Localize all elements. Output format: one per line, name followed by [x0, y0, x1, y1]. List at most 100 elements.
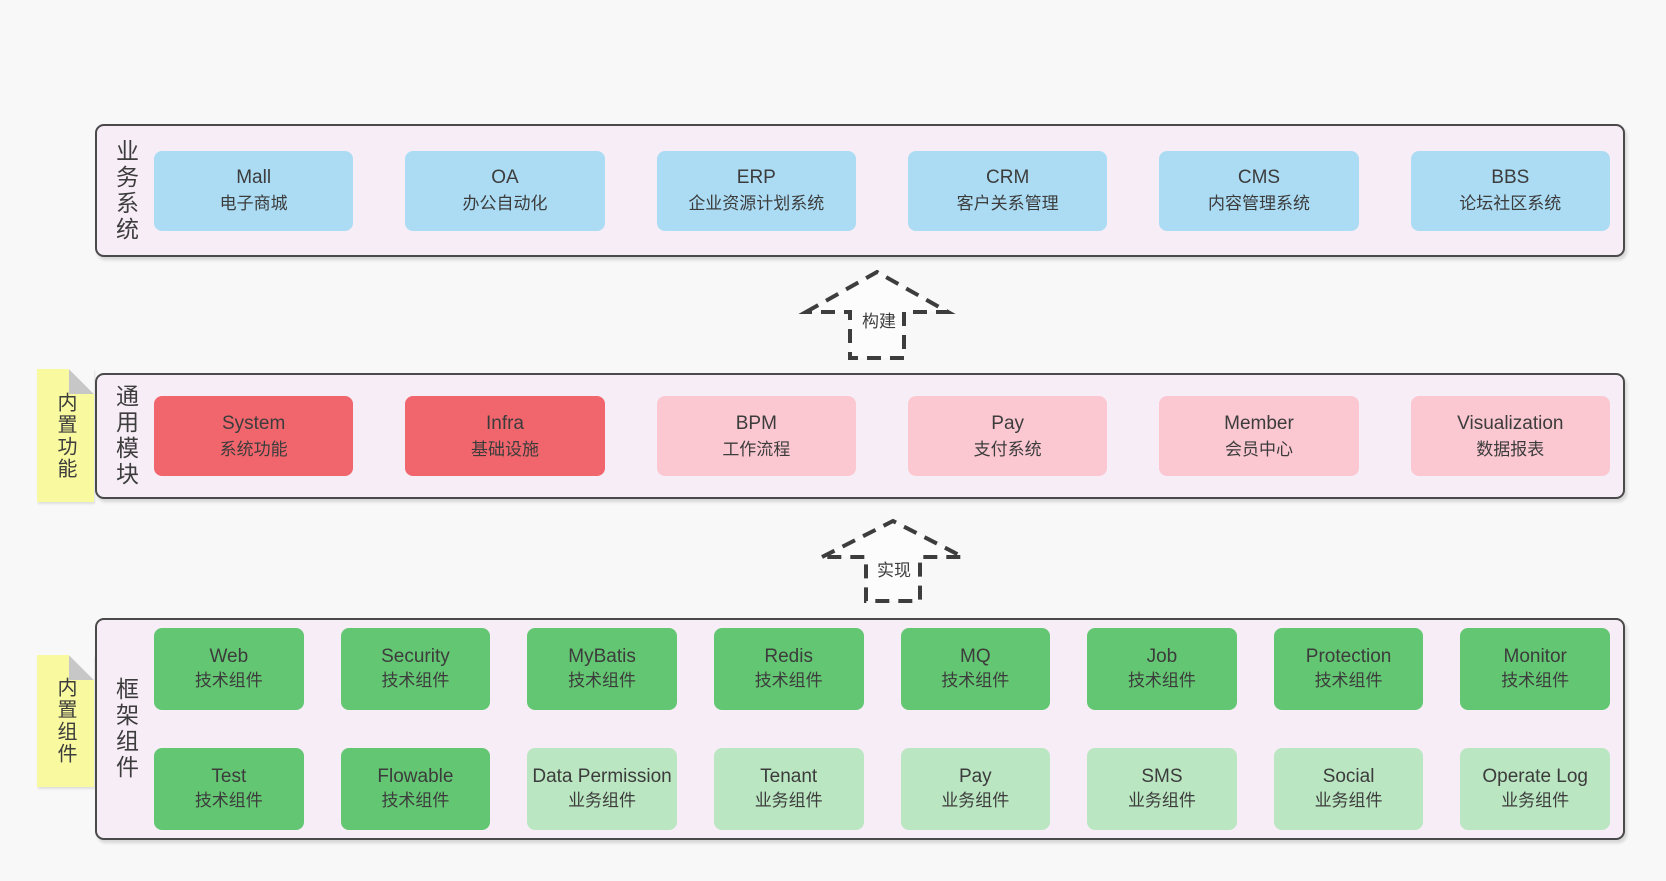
box-subtitle: 业务组件	[1501, 791, 1570, 811]
box-title: Monitor	[1503, 645, 1567, 667]
note-fold-corner-icon	[69, 369, 94, 394]
box-subtitle: 技术组件	[1127, 670, 1196, 690]
diagram-box-bbs: BBS 论坛社区系统	[1410, 150, 1610, 231]
box-title: BBS	[1491, 167, 1530, 188]
diagram-box-pay: Pay 支付系统	[907, 396, 1108, 476]
diagram-box-erp: ERP 企业资源计划系统	[656, 150, 856, 231]
panel-business-systems: 业务系统 Mall 电子商城 OA 办公自动化 ERP 企业资源计划系统 CRM 客户关系管理…	[95, 124, 1625, 257]
box-subtitle: 技术组件	[568, 670, 637, 690]
box-subtitle: 企业资源计划系统	[688, 194, 825, 213]
box-title: Infra	[485, 412, 524, 434]
diagram-box-bpm: BPM 工作流程	[656, 396, 856, 476]
diagram-box-test: Test 技术组件	[154, 748, 304, 831]
box-title: Web	[209, 645, 249, 667]
sticky-note-text: 内置功能	[54, 391, 76, 480]
box-title: OA	[491, 167, 519, 188]
box-subtitle: 基础设施	[470, 439, 539, 459]
diagram-box-cms: CMS 内容管理系统	[1159, 150, 1359, 231]
panel-common-modules: 通用模块 System 系统功能 Infra 基础设施 BPM 工作流程 Pay 支付系统 Me…	[95, 373, 1625, 499]
sticky-note-builtin-components: 内置组件	[37, 655, 94, 787]
diagram-box-social: Social 业务组件	[1273, 748, 1424, 831]
box-subtitle: 技术组件	[381, 670, 450, 690]
diagram-box-system: System 系统功能	[154, 396, 354, 476]
diagram-box-mall: Mall 电子商城	[154, 150, 354, 231]
arrow-label-build: 构建	[856, 306, 902, 332]
diagram-box-security: Security 技术组件	[340, 627, 491, 710]
arrow-label-implement: 实现	[871, 555, 917, 581]
box-subtitle: 技术组件	[1314, 670, 1383, 690]
box-title: Data Permission	[532, 766, 672, 788]
box-title: Security	[381, 645, 450, 667]
box-subtitle: 技术组件	[381, 791, 450, 811]
box-subtitle: 办公自动化	[462, 194, 548, 213]
box-title: Operate Log	[1482, 766, 1588, 788]
diagram-box-job: Job 技术组件	[1087, 627, 1237, 710]
diagram-box-crm: CRM 客户关系管理	[907, 150, 1108, 231]
diagram-box-member: Member 会员中心	[1159, 396, 1359, 476]
box-subtitle: 系统功能	[219, 439, 288, 459]
business-box-row: Mall 电子商城 OA 办公自动化 ERP 企业资源计划系统 CRM 客户关系管理 CMS 内容…	[154, 126, 1623, 255]
box-title: Pay	[991, 412, 1025, 434]
box-subtitle: 业务组件	[754, 791, 823, 811]
box-title: BPM	[735, 412, 777, 434]
box-title: MQ	[960, 645, 991, 667]
box-subtitle: 论坛社区系统	[1459, 194, 1562, 213]
diagram-box-data-permission: Data Permission 业务组件	[527, 748, 677, 831]
box-subtitle: 客户关系管理	[956, 194, 1059, 213]
diagram-box-visualization: Visualization 数据报表	[1410, 396, 1610, 476]
box-subtitle: 工作流程	[722, 439, 791, 459]
box-subtitle: 电子商城	[219, 194, 288, 213]
diagram-box-web: Web 技术组件	[154, 627, 304, 710]
box-title: Social	[1322, 766, 1375, 788]
sticky-note-text: 内置组件	[54, 677, 76, 765]
diagram-box-protection: Protection 技术组件	[1273, 627, 1424, 710]
sticky-note-builtin-features: 内置功能	[37, 369, 94, 502]
panel-label-common-modules: 通用模块	[112, 384, 139, 488]
module-box-row: System 系统功能 Infra 基础设施 BPM 工作流程 Pay 支付系统 Member 会…	[154, 375, 1623, 497]
panel-label-framework-components: 框架组件	[112, 677, 139, 781]
box-title: CRM	[986, 167, 1030, 188]
box-subtitle: 支付系统	[973, 439, 1042, 459]
note-fold-corner-icon	[69, 655, 94, 680]
box-subtitle: 内容管理系统	[1207, 194, 1310, 213]
box-title: Member	[1224, 412, 1294, 434]
diagram-box-monitor: Monitor 技术组件	[1460, 627, 1610, 710]
diagram-box-tenant: Tenant 业务组件	[713, 748, 864, 831]
box-title: Visualization	[1457, 412, 1564, 434]
box-title: System	[221, 412, 286, 434]
box-title: Pay	[958, 766, 992, 788]
box-subtitle: 业务组件	[941, 791, 1010, 811]
box-subtitle: 技术组件	[754, 670, 823, 690]
box-title: Flowable	[377, 766, 454, 788]
panel-label-business-systems: 业务系统	[112, 138, 139, 243]
diagram-box-redis: Redis 技术组件	[713, 627, 864, 710]
box-title: Test	[211, 766, 247, 788]
diagram-box-operate-log: Operate Log 业务组件	[1460, 748, 1610, 831]
box-title: Redis	[764, 645, 813, 667]
box-title: Tenant	[760, 766, 818, 788]
box-subtitle: 业务组件	[1127, 791, 1196, 811]
box-subtitle: 业务组件	[1314, 791, 1383, 811]
box-subtitle: 技术组件	[194, 670, 263, 690]
box-title: Protection	[1305, 645, 1392, 667]
box-title: ERP	[736, 167, 776, 188]
box-title: Job	[1146, 645, 1178, 667]
box-title: CMS	[1237, 167, 1281, 188]
box-subtitle: 会员中心	[1224, 439, 1293, 459]
box-title: Mall	[236, 167, 272, 188]
diagram-box-oa: OA 办公自动化	[405, 150, 605, 231]
box-subtitle: 技术组件	[194, 791, 263, 811]
diagram-box-infra: Infra 基础设施	[405, 396, 605, 476]
box-subtitle: 数据报表	[1476, 439, 1545, 459]
box-subtitle: 技术组件	[1501, 670, 1570, 690]
box-subtitle: 业务组件	[568, 791, 637, 811]
diagram-box-pay: Pay 业务组件	[900, 748, 1051, 831]
